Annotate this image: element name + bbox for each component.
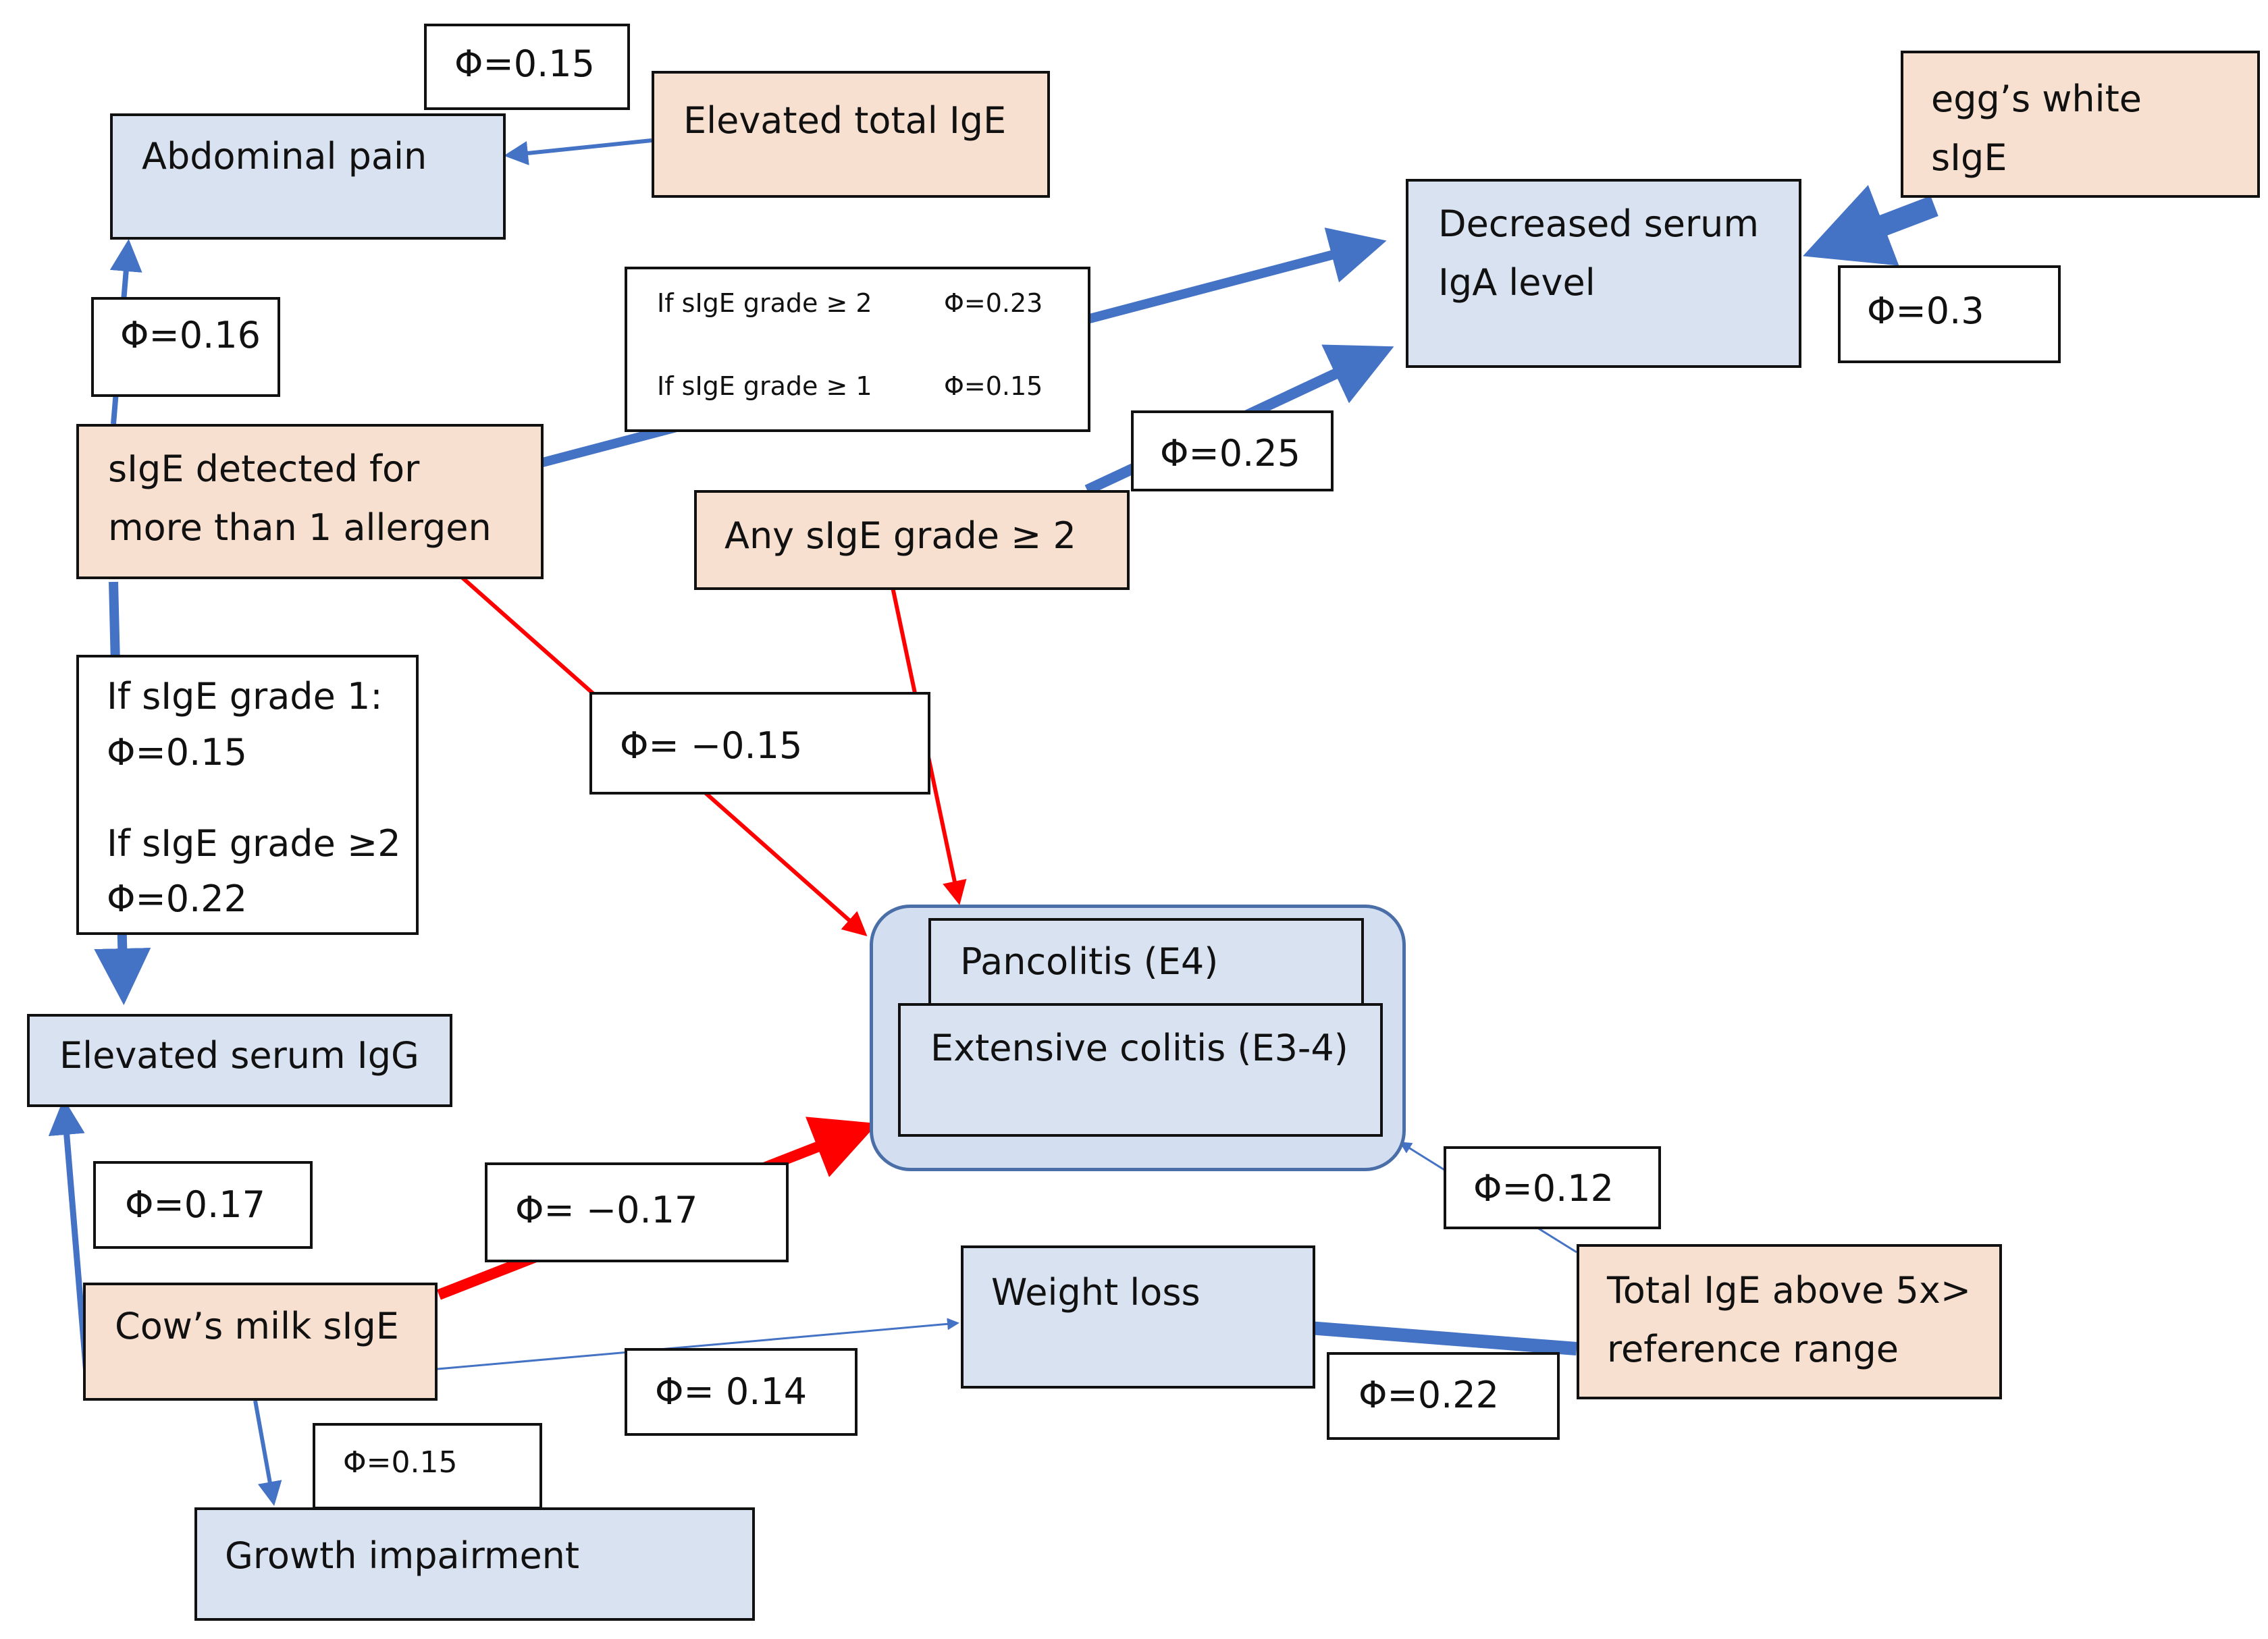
phi-label: Φ=0.23 (944, 288, 1043, 318)
edge-totalige-to-abdominal (504, 138, 652, 165)
elevated-total-ige-label: Elevated total IgE (683, 99, 1007, 142)
phi-label-box (589, 692, 930, 795)
sige-multi-allergen-label-line2: more than 1 allergen (108, 506, 492, 549)
phi-label-box (313, 1423, 542, 1509)
phi-label: Φ=0.22 (1359, 1374, 1499, 1416)
phi-label-box (485, 1162, 789, 1262)
cows-milk-sige-label: Cow’s milk sIgE (115, 1305, 399, 1347)
any-sige-grade-node (694, 490, 1130, 590)
egg-white-sige-node (1901, 51, 2260, 198)
phi-label-box (424, 24, 630, 110)
phi-label-box (76, 655, 419, 935)
total-ige-5x-label-line2: reference range (1607, 1328, 1899, 1370)
phi-label: Φ=0.12 (1473, 1167, 1614, 1210)
pancolitis-node (928, 918, 1364, 1006)
phi-label: Φ=0.25 (1160, 432, 1300, 475)
phi-label: Φ=0.16 (120, 314, 261, 356)
phi-label: Φ=0.22 (107, 878, 247, 920)
phi-condition-label: If sIgE grade ≥2 (107, 822, 401, 865)
edge-cowmilk-to-weightloss (437, 1318, 959, 1370)
total-ige-5x-label-line1: Total IgE above 5x> (1607, 1269, 1972, 1312)
phi-label-box (1131, 410, 1334, 491)
phi-label: Φ=0.15 (107, 731, 247, 774)
phi-label: Φ= −0.17 (515, 1189, 698, 1231)
egg-white-sige-label-line1: egg’s white (1931, 78, 2142, 120)
phi-label-box (1838, 265, 2061, 363)
growth-impairment-label: Growth impairment (225, 1534, 580, 1577)
phi-label: Φ=0.15 (944, 371, 1043, 401)
phi-label: Φ=0.15 (343, 1445, 458, 1480)
edge-egg-to-iga (1803, 184, 1939, 266)
phi-label-box (1327, 1352, 1560, 1440)
weight-loss-node (961, 1245, 1315, 1389)
phi-condition-label: If sIgE grade 1: (107, 675, 383, 718)
weight-loss-label: Weight loss (991, 1271, 1201, 1314)
decreased-iga-node (1406, 179, 1801, 368)
sige-multi-allergen-node (76, 424, 544, 579)
extensive-colitis-label: Extensive colitis (E3-4) (930, 1027, 1348, 1069)
abdominal-pain-label: Abdominal pain (142, 135, 427, 178)
edge-cowmilk-to-igg (48, 1098, 90, 1374)
edge-totalige5x-to-weightloss (1252, 1300, 1577, 1355)
pancolitis-label: Pancolitis (E4) (960, 940, 1219, 983)
elevated-igg-label: Elevated serum IgG (59, 1034, 419, 1077)
phi-condition-label: If sIgE grade ≥ 1 (657, 371, 872, 401)
elevated-igg-node (27, 1014, 452, 1107)
phi-label: Φ=0.17 (125, 1183, 265, 1226)
decreased-iga-label-line2: IgA level (1438, 261, 1595, 304)
phi-label: Φ=0.15 (454, 43, 595, 85)
total-ige-5x-node (1577, 1244, 2002, 1399)
phi-condition-label: If sIgE grade ≥ 2 (657, 288, 872, 318)
phi-label: Φ=0.3 (1867, 290, 1984, 332)
phi-label-box (93, 1161, 313, 1249)
abdominal-pain-node (110, 113, 506, 240)
egg-white-sige-label-line2: sIgE (1931, 136, 2007, 179)
cows-milk-sige-node (83, 1283, 438, 1401)
extensive-colitis-node (898, 1003, 1383, 1137)
phi-label-box (1444, 1146, 1661, 1229)
phi-label-box (91, 297, 280, 397)
phi-label: Φ= −0.15 (620, 724, 803, 767)
elevated-total-ige-node (652, 71, 1050, 198)
phi-label-box (625, 1348, 858, 1436)
phi-label-box (625, 267, 1090, 432)
decreased-iga-label-line1: Decreased serum (1438, 203, 1760, 245)
any-sige-grade-label: Any sIgE grade ≥ 2 (724, 514, 1076, 557)
edge-cowmilk-to-growth (253, 1400, 282, 1506)
phi-label: Φ= 0.14 (655, 1370, 808, 1413)
sige-multi-allergen-label-line1: sIgE detected for (108, 448, 420, 490)
